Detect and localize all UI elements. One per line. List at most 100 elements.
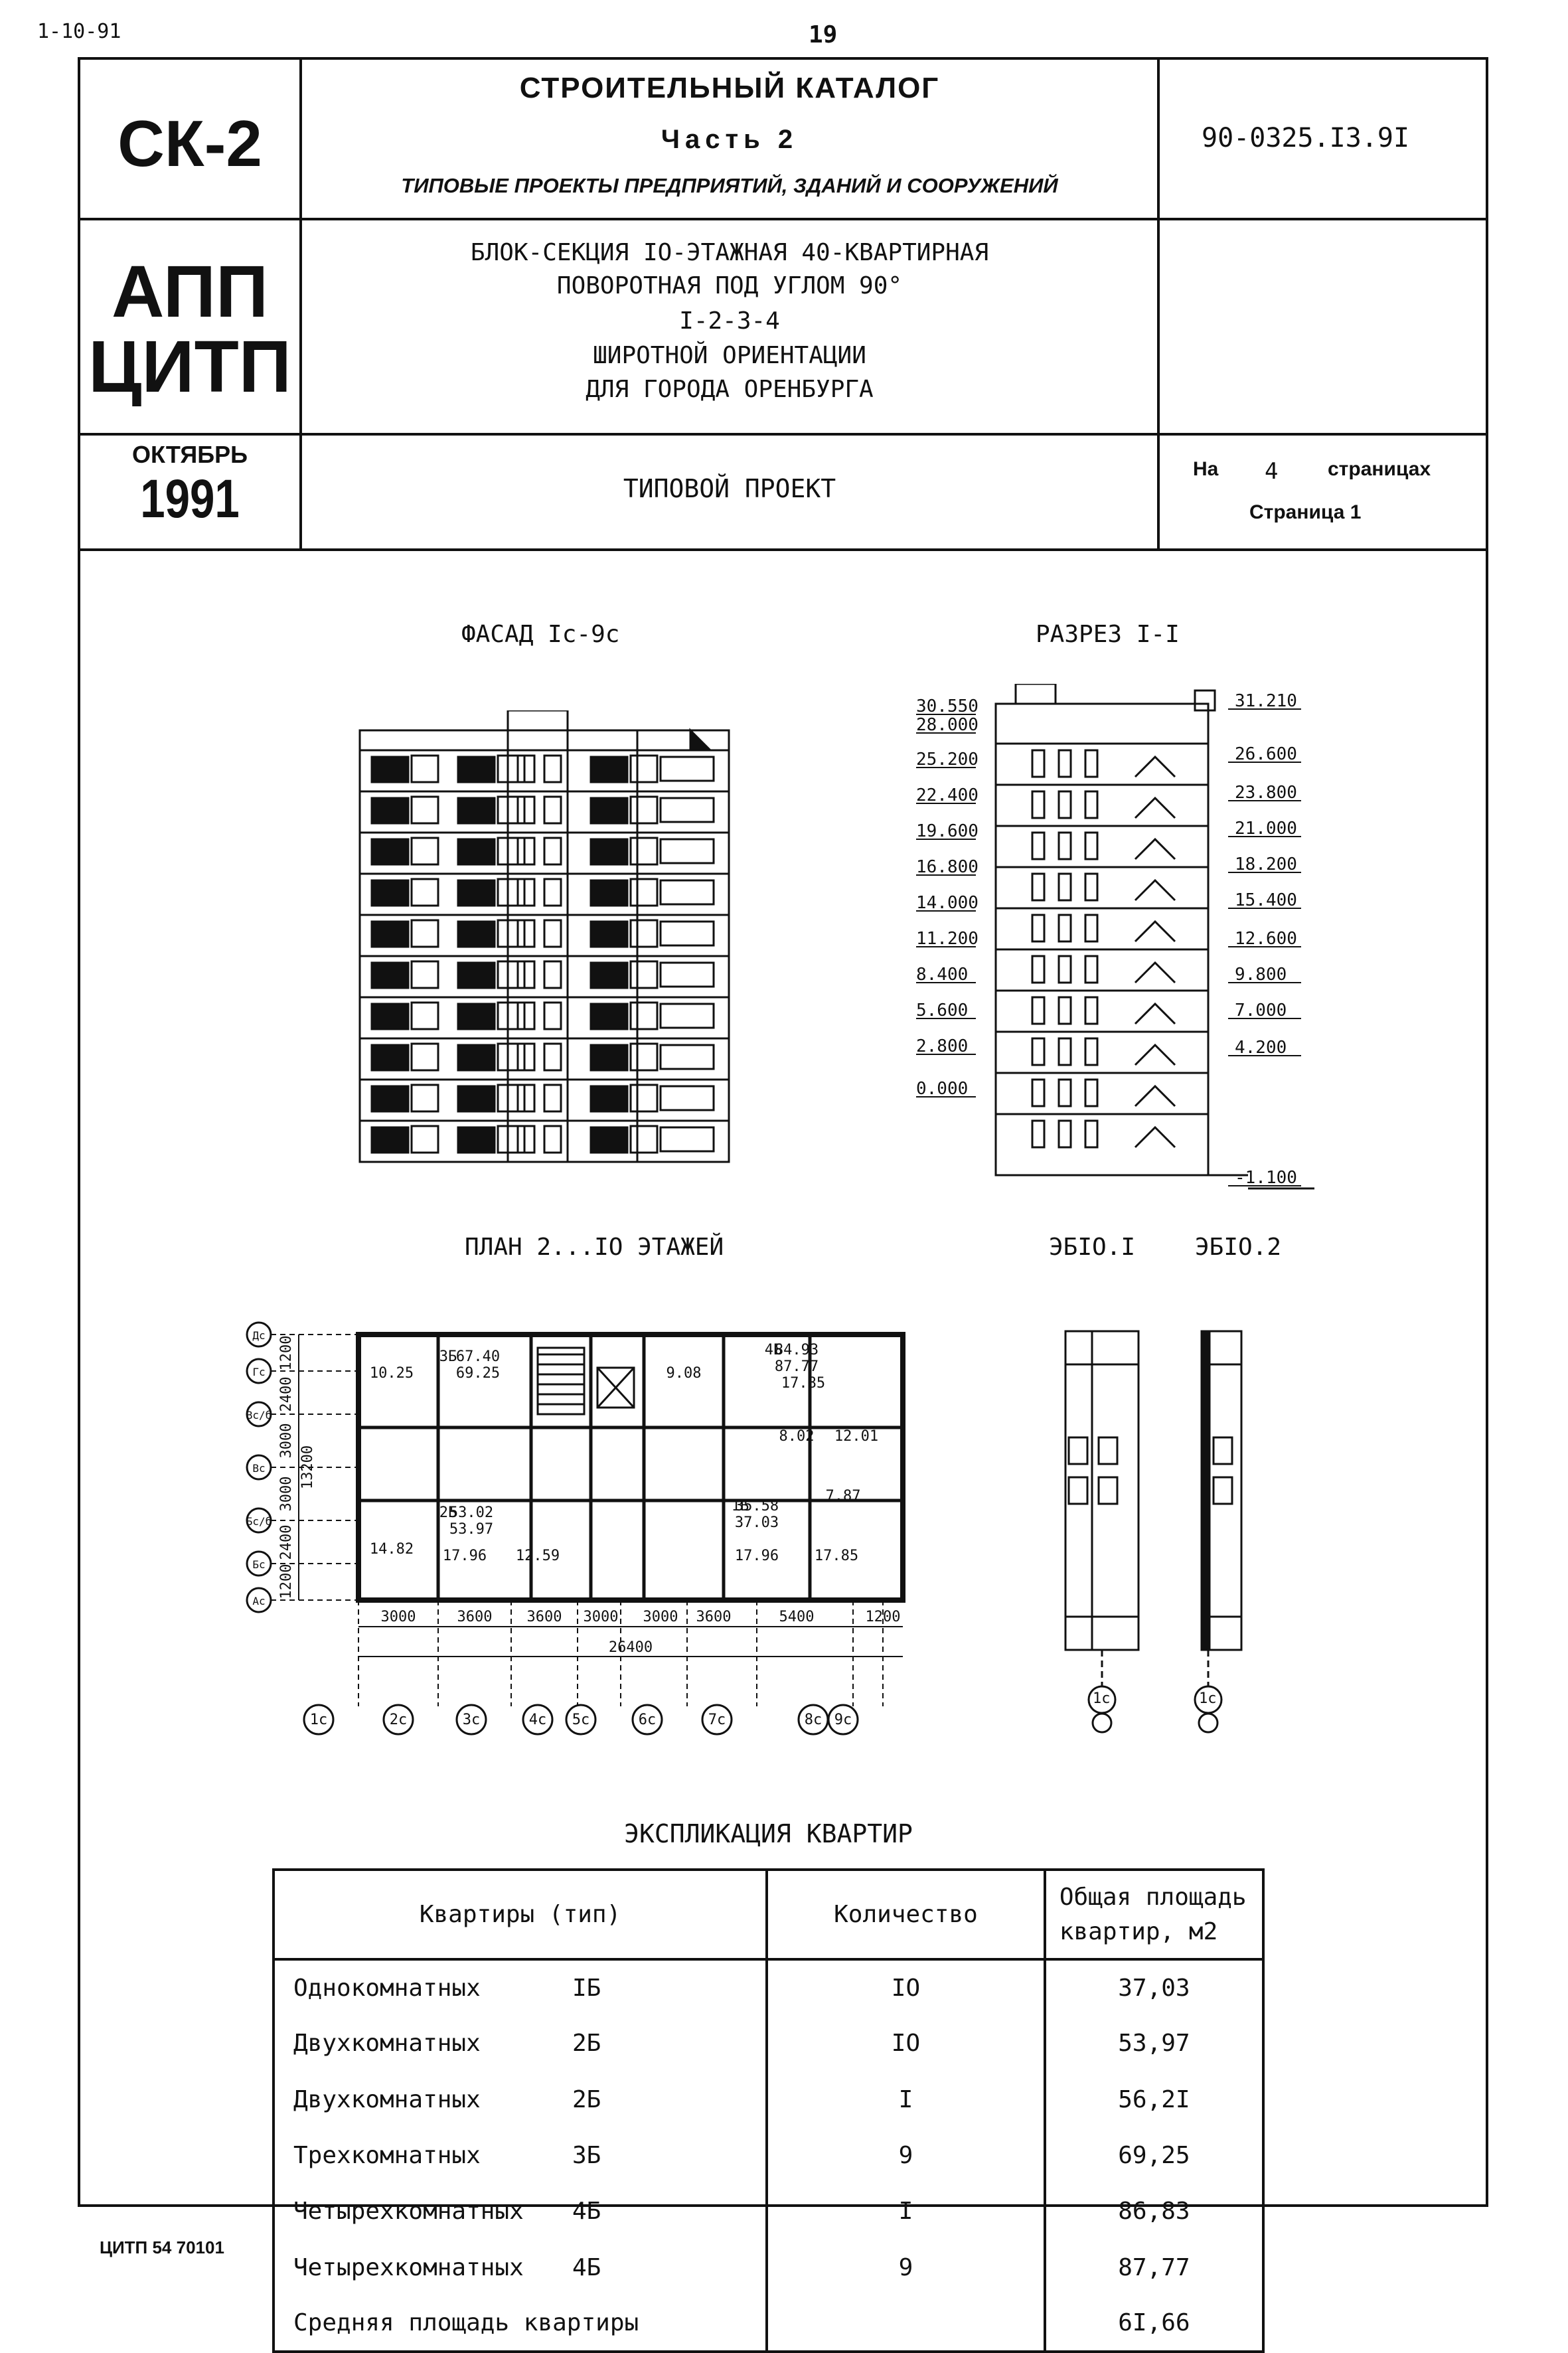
eb2-fragment bbox=[1194, 1330, 1243, 1734]
level-mark-left: 5.600 bbox=[916, 1001, 968, 1020]
axis-label: 9с bbox=[834, 1712, 852, 1728]
room-area: 14.82 bbox=[370, 1541, 414, 1558]
stair-window bbox=[543, 1001, 562, 1030]
footer-code: ЦИТП 54 70101 bbox=[100, 2237, 224, 2257]
balcony bbox=[370, 756, 410, 783]
apt-name: Однокомнатных bbox=[293, 1974, 481, 2002]
window bbox=[410, 878, 439, 907]
dim-left: 2400 bbox=[278, 1377, 295, 1412]
level-mark-left: 2.800 bbox=[916, 1036, 968, 1056]
door bbox=[1084, 831, 1099, 860]
level-mark-right: 15.400 bbox=[1235, 890, 1297, 910]
door bbox=[1031, 749, 1046, 778]
window bbox=[629, 1125, 659, 1154]
stair-window bbox=[543, 795, 562, 825]
dim-total-left: 13200 bbox=[299, 1445, 316, 1489]
stair-flight bbox=[1134, 1043, 1176, 1066]
dim-left: 2400 bbox=[278, 1525, 295, 1560]
stair-window bbox=[543, 878, 562, 907]
balcony bbox=[457, 756, 496, 783]
balcony bbox=[589, 797, 629, 825]
apartment-type-label: 4Б bbox=[765, 1342, 783, 1358]
balcony bbox=[589, 1126, 629, 1154]
balcony bbox=[589, 756, 629, 783]
stair-shaft bbox=[536, 1346, 586, 1416]
room-area: 35.58 bbox=[735, 1498, 779, 1514]
axis-bubble bbox=[631, 1704, 663, 1736]
apt-name: Четырехкомнатных bbox=[293, 2198, 524, 2226]
col-header-area: Общая площадь квартир, м2 bbox=[1043, 1868, 1265, 1961]
corner-code: 1-10-91 bbox=[37, 20, 121, 43]
door bbox=[1058, 1078, 1072, 1107]
level-mark-left: 30.550 bbox=[916, 696, 979, 716]
facade-title: ФАСАД Iс-9с bbox=[461, 621, 620, 648]
window bbox=[497, 878, 526, 907]
window bbox=[659, 1126, 715, 1153]
window bbox=[410, 1084, 439, 1113]
dim-bottom: 3600 bbox=[457, 1609, 493, 1625]
axis-label: Вс bbox=[252, 1462, 265, 1475]
dim-bottom: 3000 bbox=[381, 1609, 416, 1625]
door bbox=[1058, 790, 1072, 819]
pages-prefix: На bbox=[1193, 458, 1219, 480]
room-area: 9.08 bbox=[666, 1365, 702, 1382]
stair-window bbox=[516, 1042, 536, 1072]
axis-bubble bbox=[565, 1704, 597, 1736]
door bbox=[1084, 1078, 1099, 1107]
stair-flight bbox=[1134, 1002, 1176, 1025]
door bbox=[1084, 914, 1099, 943]
axis-label: 8с bbox=[805, 1712, 823, 1728]
stair-window bbox=[543, 960, 562, 989]
axis-label: 4с bbox=[529, 1712, 547, 1728]
door bbox=[1084, 996, 1099, 1025]
balcony bbox=[589, 1003, 629, 1030]
room-area: 17.96 bbox=[443, 1548, 487, 1564]
door bbox=[1031, 914, 1046, 943]
lift-cross bbox=[596, 1366, 635, 1409]
balcony bbox=[457, 1085, 496, 1113]
window bbox=[497, 960, 526, 989]
apt-name: Двухкомнатных bbox=[293, 2085, 481, 2113]
dim-total: 26400 bbox=[609, 1639, 653, 1656]
org-line-2: ЦИТП bbox=[88, 326, 291, 408]
window bbox=[497, 837, 526, 866]
apt-count: 9 bbox=[898, 2253, 913, 2281]
apt-area: 56,2I bbox=[1118, 2085, 1190, 2113]
level-mark-left: 14.000 bbox=[916, 893, 979, 913]
balcony bbox=[457, 1126, 496, 1154]
header-col-1 bbox=[299, 57, 302, 550]
stair-window bbox=[516, 960, 536, 989]
dim-bottom: 1200 bbox=[866, 1609, 901, 1625]
axis-label: 6с bbox=[639, 1712, 657, 1728]
room-area: 53.97 bbox=[449, 1521, 493, 1538]
stair-window bbox=[516, 795, 536, 825]
door bbox=[1031, 1078, 1046, 1107]
window bbox=[410, 919, 439, 948]
apt-area: 37,03 bbox=[1118, 1974, 1190, 2002]
doc-number: 90-0325.I3.9I bbox=[1202, 123, 1410, 153]
balcony bbox=[589, 961, 629, 989]
level-mark-left: 19.600 bbox=[916, 821, 979, 841]
apt-count: I bbox=[898, 2085, 913, 2113]
explication-title: ЭКСПЛИКАЦИЯ КВАРТИР bbox=[624, 1819, 913, 1848]
level-mark-right: 26.600 bbox=[1235, 744, 1297, 764]
window bbox=[410, 960, 439, 989]
window bbox=[497, 1042, 526, 1072]
door bbox=[1031, 996, 1046, 1025]
avg-value: 6I,66 bbox=[1118, 2309, 1190, 2337]
apartment-type-label: 1Б bbox=[732, 1498, 749, 1514]
window bbox=[410, 795, 439, 825]
level-mark-right: 31.210 bbox=[1235, 691, 1297, 711]
room-area: 84.93 bbox=[775, 1342, 819, 1358]
eb2-axis-label: 1с bbox=[1199, 1690, 1217, 1707]
eb2-title: ЭБIO.2 bbox=[1195, 1234, 1282, 1261]
apt-type: 2Б bbox=[572, 2030, 601, 2058]
room-area: 37.03 bbox=[735, 1514, 779, 1531]
room-area: 69.25 bbox=[456, 1365, 500, 1382]
balcony bbox=[370, 1126, 410, 1154]
project-line-4: ШИРОТНОЙ ОРИЕНТАЦИИ bbox=[593, 342, 866, 369]
stair-window bbox=[516, 1084, 536, 1113]
door bbox=[1058, 872, 1072, 902]
